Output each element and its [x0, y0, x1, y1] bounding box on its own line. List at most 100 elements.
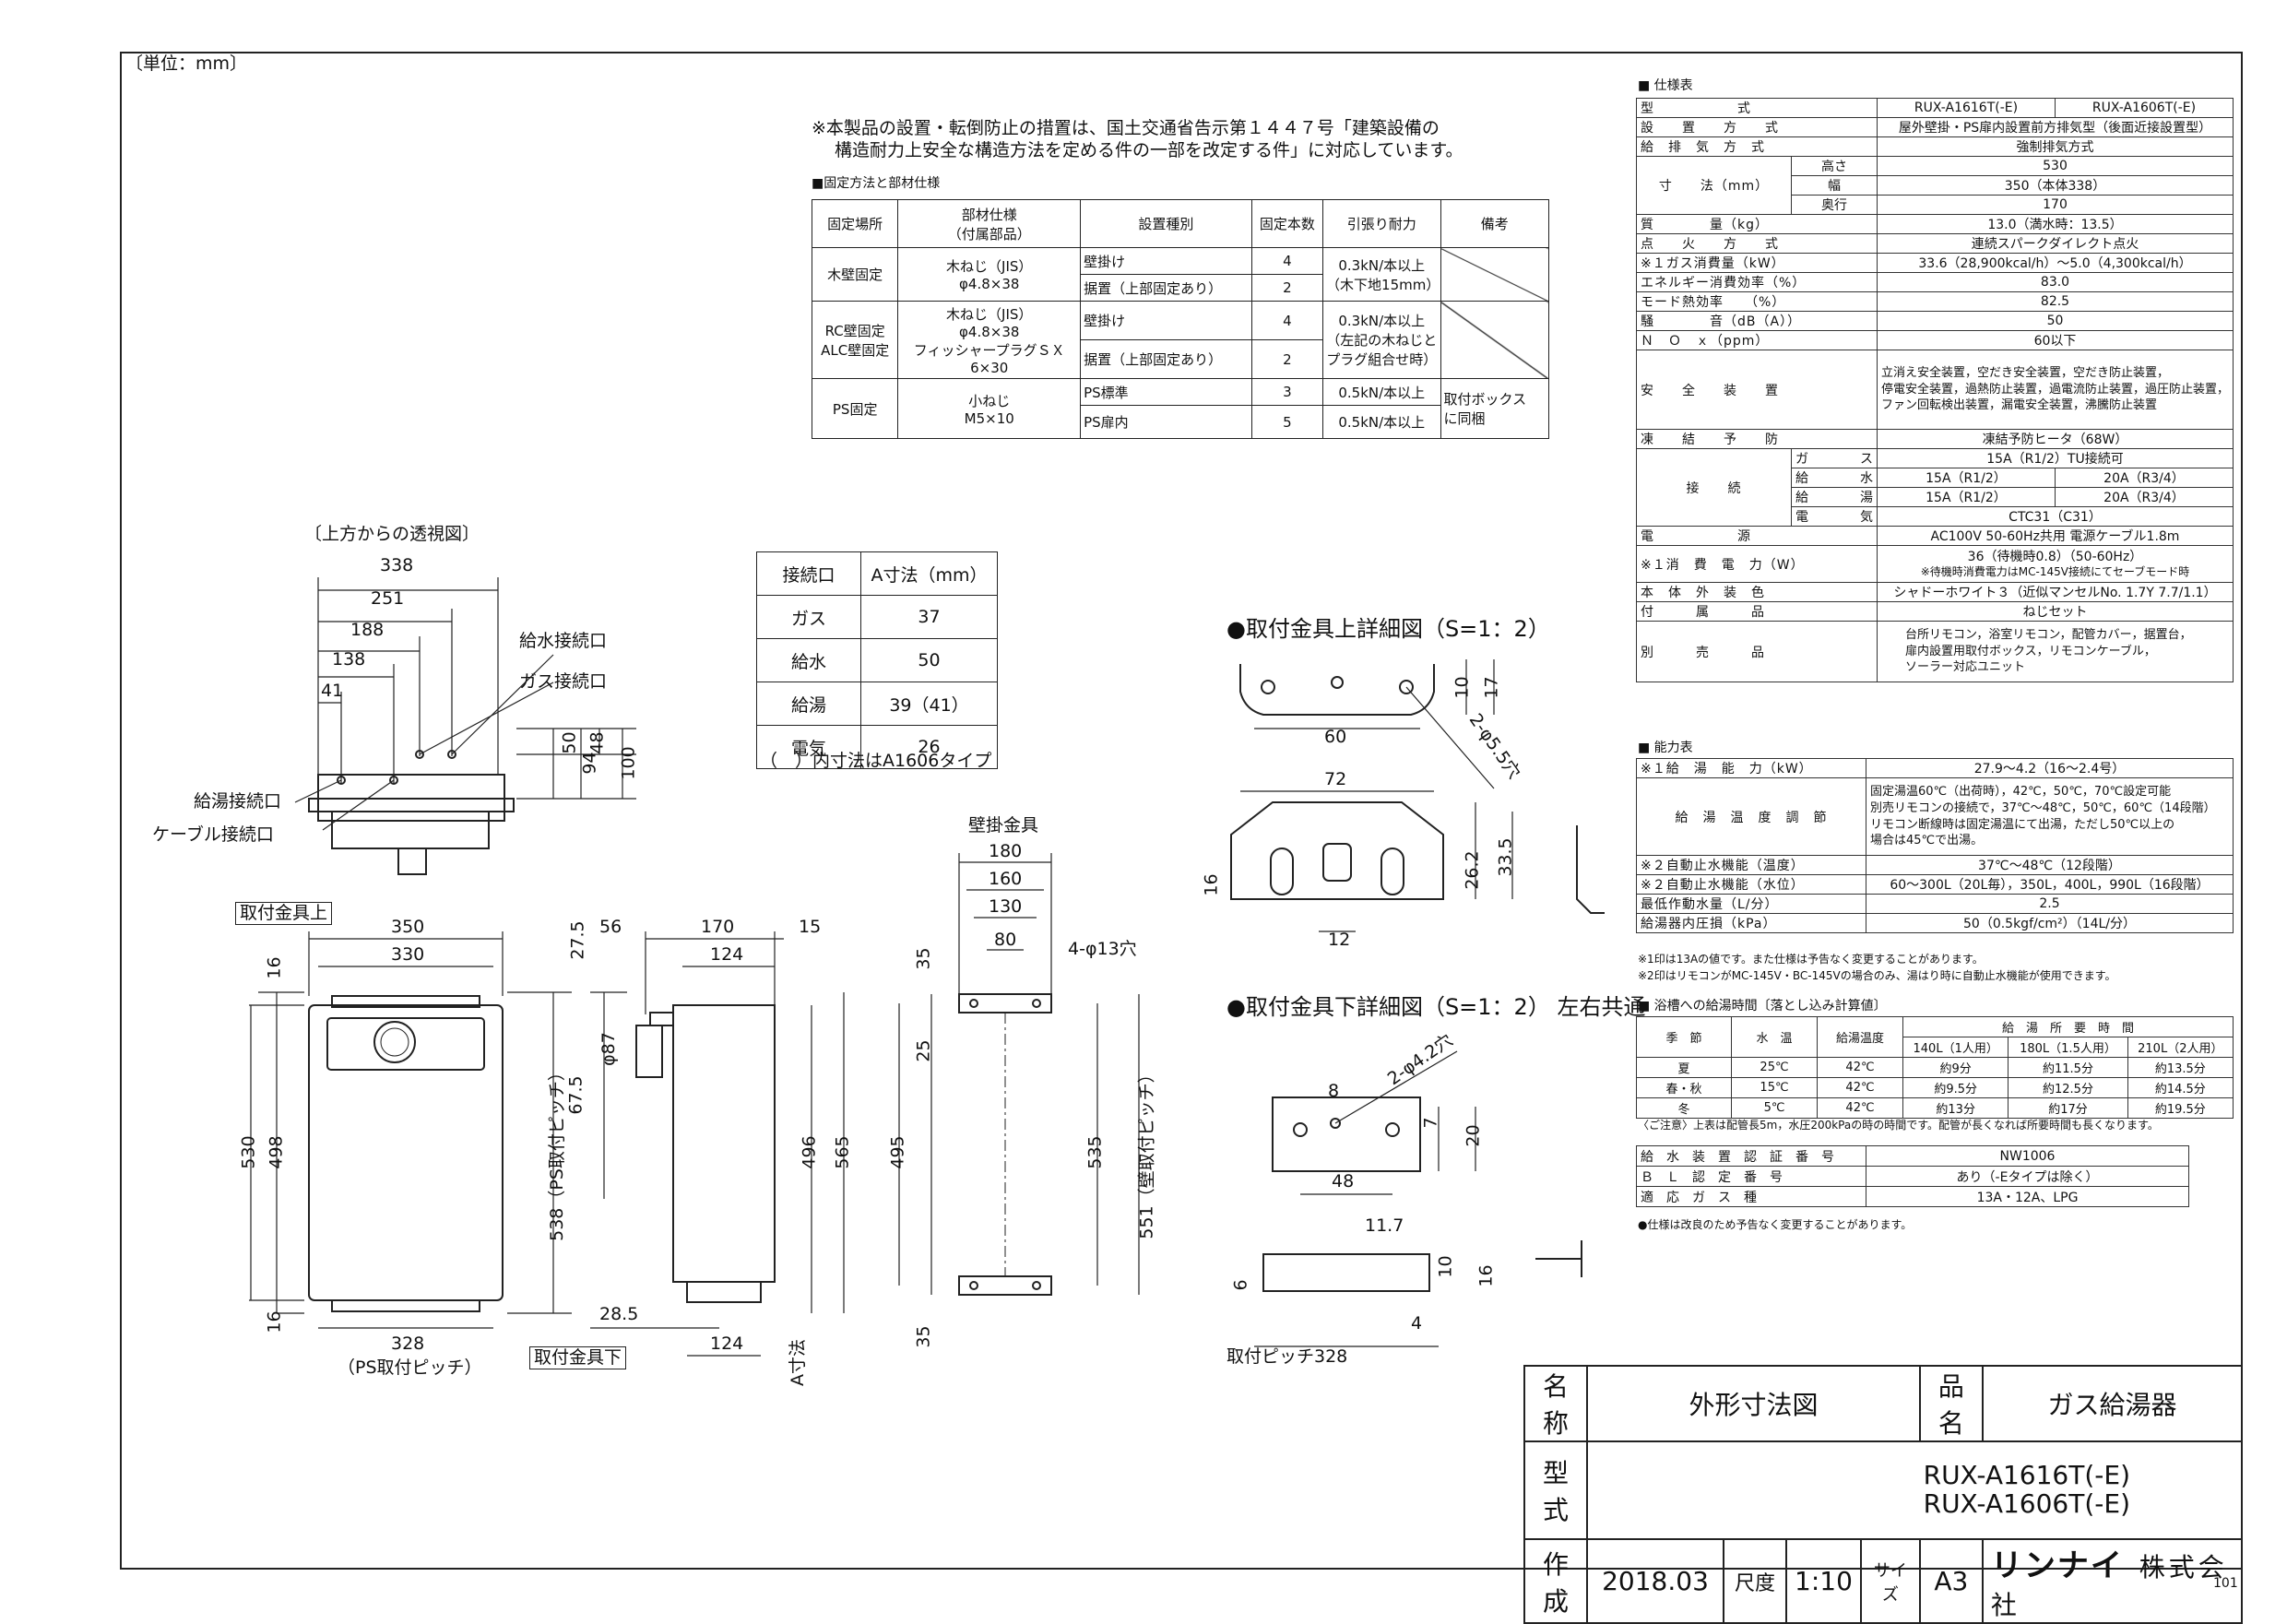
dim-label: 35 [913, 947, 934, 970]
sold-line: 台所リモコン，浴室リモコン，配管カバー，据置台， [1904, 628, 2192, 643]
spec-value: CTC31（C31） [1876, 506, 2234, 527]
fix-header: 固定場所 [811, 199, 899, 248]
bath-cell: 42℃ [1817, 1077, 1903, 1098]
spec-value: 屋外壁掛・PS扉内設置前方排気型（後面近接設置型） [1876, 117, 2234, 137]
fix-part: 木ねじ（JIS） φ4.8×38 [897, 247, 1082, 302]
conn-value: 39（41） [860, 682, 998, 726]
bath-cell: 約13分 [1902, 1097, 2009, 1119]
dim-label: A寸法 [788, 1339, 808, 1386]
dim-label-ps-pitch: 538（PS取付ピッチ） [546, 1063, 567, 1241]
dim-label: 35 [913, 1325, 934, 1348]
notice-line1: ※本製品の設置・転倒防止の措置は、国土交通省告示第１４４７号「建築設備の [812, 118, 1440, 138]
fix-header: 備考 [1440, 199, 1550, 248]
spec-note: ※待機時消費電力はMC-145V接続にてセーブモード時 [1920, 564, 2190, 578]
spec-value: 350（本体338） [1876, 175, 2234, 196]
fix-place: RC壁固定 ALC壁固定 [811, 301, 899, 379]
dim-label: 496 [799, 1135, 820, 1169]
spec-value: 82.5 [1876, 291, 2234, 312]
temp-line: 固定湯温60℃（出荷時），42℃，50℃，70℃設定可能 [1870, 785, 2172, 800]
title-block: 名称 外形寸法図 品名 ガス給湯器 型式 RUX-A1616T(-E) RUX-… [1523, 1365, 2244, 1624]
fix-kind: 据置（上部固定あり） [1080, 339, 1252, 379]
spec-sublabel: 高さ [1790, 156, 1878, 176]
sold-line: ソーラー対応ユニット [1904, 660, 2025, 675]
spec-label: Ｎ Ｏ ｘ（ppm） [1636, 330, 1878, 350]
spec-value: 凍結予防ヒータ（68W） [1876, 429, 2234, 449]
conn-name: 給湯 [756, 682, 861, 726]
wall-bracket-drawing [898, 853, 1140, 1296]
bath-table: 季 節 水 温 給湯温度 給 湯 所 要 時 間 140L（1人用） 180L（… [1636, 1016, 2234, 1119]
fix-force: 0.5kN/本以上 [1322, 405, 1441, 439]
detail-bottom-title: ●取付金具下詳細図（S=1：2） 左右共通 [1226, 994, 1646, 1020]
conn-header: 接続口 [756, 551, 861, 596]
conn-name: 電気 [756, 725, 861, 769]
dim-label: 72 [1324, 769, 1347, 789]
dim-label: 100 [618, 746, 639, 780]
fix-part: 小ねじ M5×10 [897, 378, 1082, 439]
dim-label: 12 [1328, 930, 1351, 950]
spec-model1: RUX-A1616T(-E) [1876, 98, 2056, 118]
fix-part: 木ねじ（JIS） φ4.8×38 フィッシャープラグＳＸ 6×30 [897, 301, 1082, 379]
cap-value: 37℃～48℃（12段階） [1866, 855, 2234, 875]
dim-label: 530 [238, 1135, 259, 1169]
label-bracket-top: 取付金具上 [235, 902, 333, 925]
spec-value: 15A（R1/2） [1876, 487, 2056, 507]
title-scale-value: 1:10 [1785, 1538, 1862, 1624]
bath-header: 給 湯 所 要 時 間 [1902, 1016, 2234, 1037]
cert-label: 給 水 装 置 認 証 番 号 [1636, 1145, 1866, 1167]
cert-label: 適 応 ガ ス 種 [1636, 1186, 1866, 1207]
top-view-title: 〔上方からの透視図〕 [304, 524, 480, 544]
fix-header: 引張り耐力 [1322, 199, 1441, 248]
cap-label: 最低作動水量（L/分） [1636, 894, 1866, 914]
cert-note: ●仕様は改良のため予告なく変更することがあります。 [1638, 1218, 1913, 1231]
dim-label: 16 [264, 1310, 285, 1334]
top-bracket-detail-drawing [1230, 659, 1605, 932]
dim-label: 67.5 [565, 1075, 587, 1115]
label-bracket-bottom: 取付金具下 [529, 1346, 627, 1369]
bath-cell: 約12.5分 [2008, 1077, 2128, 1098]
bath-header: 季 節 [1636, 1016, 1732, 1058]
dim-label: 50 [559, 731, 580, 754]
dim-label: 56 [599, 917, 622, 937]
title-name-label: 名称 [1523, 1365, 1588, 1442]
dim-label: 160 [989, 869, 1023, 889]
bath-header: 水 温 [1731, 1016, 1818, 1058]
title-size-value: A3 [1918, 1538, 1984, 1624]
cap-label: 給湯器内圧損（kPa） [1636, 913, 1866, 933]
company-logo: リンナイ [1990, 1547, 2124, 1584]
bottom-bracket-detail-drawing [1254, 1050, 1582, 1347]
title-model-value: RUX-A1606T(-E) [1923, 1488, 2130, 1519]
spec-value: ねじセット [1876, 601, 2234, 622]
dim-label: 124 [710, 944, 744, 965]
cap-value: 50（0.5kgf/cm²）（14L/分） [1866, 913, 2234, 933]
dim-label: 8 [1328, 1081, 1340, 1101]
cert-value: NW1006 [1866, 1145, 2189, 1167]
spec-value: シャドーホワイト３（近似マンセルNo. 1.7Y 7.7/1.1） [1876, 582, 2234, 602]
spec-label: 本 体 外 装 色 [1636, 582, 1878, 602]
dim-label: 17 [1481, 676, 1502, 699]
spec-value: 20A（R3/4） [2054, 468, 2234, 488]
dim-label-wall-pitch: 551（壁取付ピッチ） [1136, 1065, 1157, 1239]
dim-label: 28.5 [599, 1304, 639, 1324]
dim-label: 251 [371, 588, 405, 609]
dim-label: 60 [1324, 727, 1347, 747]
front-view-drawing [249, 931, 572, 1329]
spec-safety-value: 立消え安全装置，空だき安全装置，空だき防止装置， 停電安全装置，過熱防止装置，過… [1876, 350, 2234, 430]
dim-label: 48 [587, 731, 608, 754]
side-view-drawing [590, 931, 845, 1357]
dim-label: 188 [350, 620, 385, 640]
spec-caption: ■ 仕様表 [1638, 78, 1693, 93]
spec-label: 電 源 [1636, 526, 1878, 546]
spec-value: 170 [1876, 195, 2234, 215]
bath-subheader: 210L（2人用） [2127, 1037, 2234, 1058]
conn-value: 50 [860, 638, 998, 682]
label-mount-pitch: 取付ピッチ328 [1226, 1346, 1348, 1367]
bath-cell: 15℃ [1731, 1077, 1818, 1098]
bath-cell: 42℃ [1817, 1097, 1903, 1119]
dim-label: 180 [989, 841, 1023, 861]
sold-line: 扉内設置用取付ボックス，リモコンケーブル， [1904, 644, 2156, 658]
spec-model2: RUX-A1606T(-E) [2054, 98, 2234, 118]
capability-caption: ■ 能力表 [1638, 741, 1693, 755]
spec-sublabel: 給 水 [1790, 468, 1878, 488]
spec-value: 60以下 [1876, 330, 2234, 350]
